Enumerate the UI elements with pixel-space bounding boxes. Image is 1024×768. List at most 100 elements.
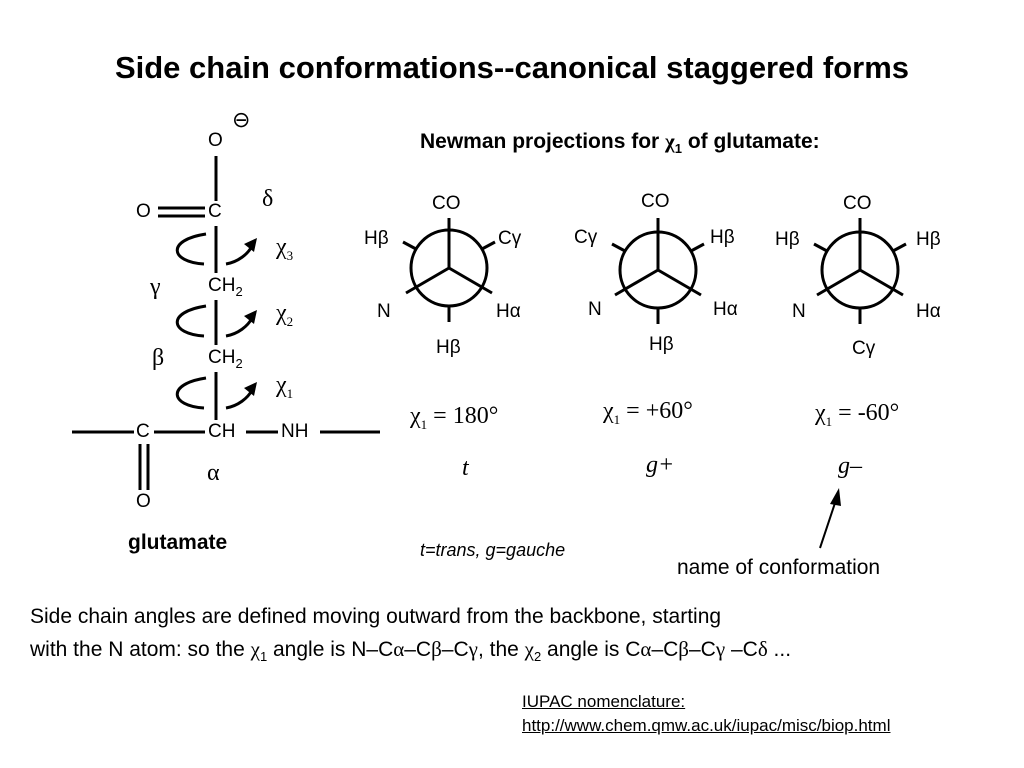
molecule-name: glutamate (128, 531, 228, 554)
subtitle-suffix: of glutamate: (681, 130, 820, 153)
reference-title-link[interactable]: IUPAC nomenclature: (522, 692, 686, 711)
newman-2-top: CO (641, 191, 670, 212)
newman-3-upright: Hβ (916, 229, 941, 250)
angle-2: χ1 = +60° (603, 398, 693, 428)
p2-beta-2: β (678, 637, 689, 661)
p2-gamma-2: γ (715, 637, 726, 661)
reference-url-link[interactable]: http://www.chem.qmw.ac.uk/iupac/misc/bio… (522, 716, 891, 735)
label-delta: δ (262, 186, 274, 212)
label-gamma: γ (150, 274, 161, 300)
p2-chi2: χ (524, 637, 534, 661)
arrow-head-chi2 (244, 310, 257, 324)
newman-subtitle: Newman projections for χ1 of glutamate: (420, 129, 820, 156)
conf-name-2: g+ (646, 452, 675, 478)
p2-alpha-1: α (393, 637, 405, 661)
newman-1-upright: Cγ (498, 228, 522, 249)
p2-ellipsis: ... (767, 638, 792, 661)
angle-3-chi: χ (815, 400, 826, 426)
paragraph-line-1: Side chain angles are defined moving out… (30, 605, 722, 628)
angle-1-sub: 1 (420, 416, 428, 432)
newman-3-back-upright (892, 242, 907, 253)
newman-3-back-upleft (813, 242, 828, 253)
p2-b: angle is N–C (267, 638, 394, 661)
label-chi2: χ2 (276, 300, 293, 330)
arrow-head-chi1 (244, 382, 257, 396)
p2-a: with the N atom: so the (30, 638, 251, 661)
newman-1-front-right (448, 266, 493, 295)
newman-1-front-left (405, 266, 450, 295)
newman-1-upleft: Hβ (364, 228, 389, 249)
chi1-sub: 1 (286, 385, 294, 401)
atom-ch-alpha: CH (208, 421, 236, 442)
angle-3-sub: 1 (825, 413, 833, 429)
p2-d: angle is C (541, 638, 641, 661)
atom-nh: NH (281, 421, 309, 442)
newman-1-down: Hβ (436, 337, 461, 358)
p2-gamma-1: γ (468, 637, 478, 661)
angle-1: χ1 = 180° (410, 403, 498, 433)
angle-3: χ1 = -60° (815, 400, 899, 430)
atom-ch2-gamma: CH2 (208, 275, 243, 299)
newman-3-front-left (816, 268, 861, 297)
arrow-chi3-left (175, 232, 207, 266)
p2-dash-2: –C (441, 638, 469, 661)
newman-3-left: N (792, 301, 806, 322)
newman-1-right: Hα (496, 301, 521, 322)
label-chi1: χ1 (276, 372, 293, 402)
newman-3-lines (813, 218, 907, 324)
arrow-chi2-right (225, 317, 254, 338)
newman-2-left: N (588, 299, 602, 320)
subtitle-chi: χ (665, 129, 675, 153)
slide-title: Side chain conformations--canonical stag… (114, 50, 910, 85)
newman-2-upleft: Cγ (574, 227, 598, 248)
newman-3-front-right (859, 268, 904, 297)
newman-2-down: Hβ (649, 334, 674, 355)
ch2-beta-text: CH (208, 347, 236, 368)
arrow-chi2-left (175, 304, 207, 338)
label-chi3: χ3 (276, 234, 293, 264)
newman-1-top: CO (432, 193, 461, 214)
angle-3-value: = -60° (832, 400, 900, 426)
trans-gauche-legend: t=trans, g=gauche (420, 540, 566, 560)
minus-charge-icon: ⊖ (232, 107, 251, 132)
atom-c-delta: C (208, 201, 222, 222)
paragraph-line-2: with the N atom: so the χ1 angle is N–Cα… (30, 637, 791, 664)
newman-2-right: Hα (713, 299, 738, 320)
arrow-head-chi3 (244, 238, 257, 252)
arrow-chi3-right (225, 245, 254, 266)
newman-3-top: CO (843, 193, 872, 214)
ch2-gamma-sub: 2 (235, 283, 243, 299)
chi2-sub: 2 (286, 313, 294, 329)
arrow-chi1-right (225, 389, 254, 410)
subtitle-chi-sub: 1 (674, 141, 682, 157)
atom-c-backbone: C (136, 421, 150, 442)
ch2-gamma-text: CH (208, 275, 236, 296)
newman-3-right: Hα (916, 301, 941, 322)
newman-1-back-upleft (402, 240, 417, 251)
chi2-symbol: χ (276, 300, 287, 326)
chi3-sub: 3 (286, 247, 294, 263)
chi1-symbol: χ (276, 372, 287, 398)
p2-alpha-2: α (640, 637, 652, 661)
p2-sub1: 1 (259, 649, 268, 665)
arrow-chi1-left (175, 376, 207, 410)
p2-delta: δ (757, 637, 768, 661)
atom-ch2-beta: CH2 (208, 347, 243, 371)
p2-dash-4: –C (688, 638, 716, 661)
label-beta: β (152, 345, 165, 371)
atom-o-backbone: O (136, 491, 151, 512)
ch2-beta-sub: 2 (235, 355, 243, 371)
pointer-arrow-head (830, 488, 841, 506)
glutamate-bonds (72, 156, 380, 490)
angle-2-chi: χ (603, 398, 614, 424)
newman-1-lines (402, 218, 496, 322)
newman-1-back-upright (481, 240, 496, 251)
subtitle-prefix: Newman projections for (420, 130, 666, 153)
newman-2-back-upleft (611, 242, 626, 253)
p2-c: , the (477, 638, 525, 661)
angle-2-sub: 1 (613, 411, 621, 427)
atom-o-carbonyl: O (136, 201, 151, 222)
pointer-line (819, 499, 837, 549)
newman-2-back-upright (690, 242, 705, 253)
